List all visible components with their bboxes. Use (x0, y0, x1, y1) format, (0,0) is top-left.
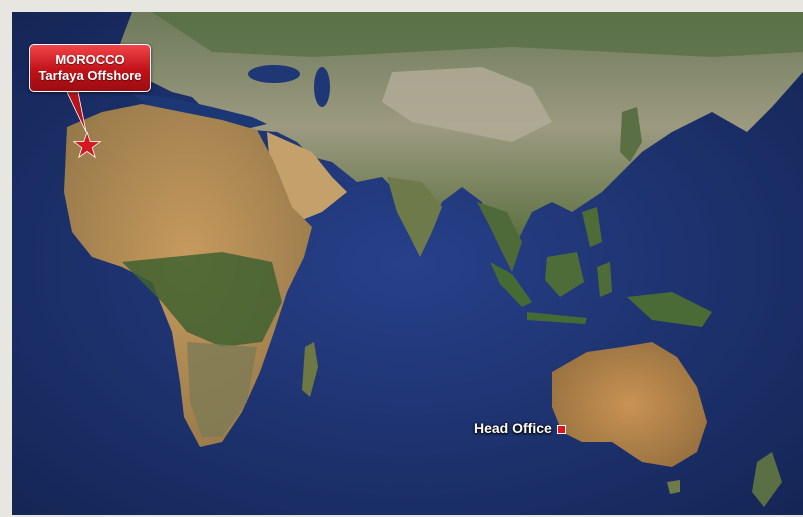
location-callout[interactable]: MOROCCO Tarfaya Offshore (29, 44, 151, 92)
central-africa (122, 252, 282, 347)
sumatra (490, 262, 532, 307)
siberia (152, 12, 803, 57)
philippines (582, 207, 602, 247)
india (387, 177, 442, 257)
star-icon (72, 130, 102, 159)
borneo (545, 252, 584, 297)
indochina (477, 202, 522, 272)
satellite-map[interactable] (12, 12, 803, 515)
plateau (382, 67, 552, 142)
callout-pointer (66, 91, 87, 133)
java (527, 312, 587, 324)
callout-country: MOROCCO (55, 52, 125, 67)
head-office-marker[interactable] (557, 425, 566, 434)
madagascar (302, 342, 318, 397)
head-office-label: Head Office (474, 420, 552, 436)
caspian-sea (314, 67, 330, 107)
mediterranean (132, 94, 267, 130)
new-guinea (627, 292, 712, 327)
southern-africa (187, 342, 257, 437)
callout-site: Tarfaya Offshore (38, 68, 142, 83)
tasmania (667, 480, 680, 494)
australia-landmass (552, 342, 707, 467)
black-sea (248, 65, 300, 83)
sulawesi (597, 262, 612, 297)
japan (620, 107, 642, 162)
map-graphics (12, 12, 803, 515)
new-zealand (752, 452, 782, 507)
